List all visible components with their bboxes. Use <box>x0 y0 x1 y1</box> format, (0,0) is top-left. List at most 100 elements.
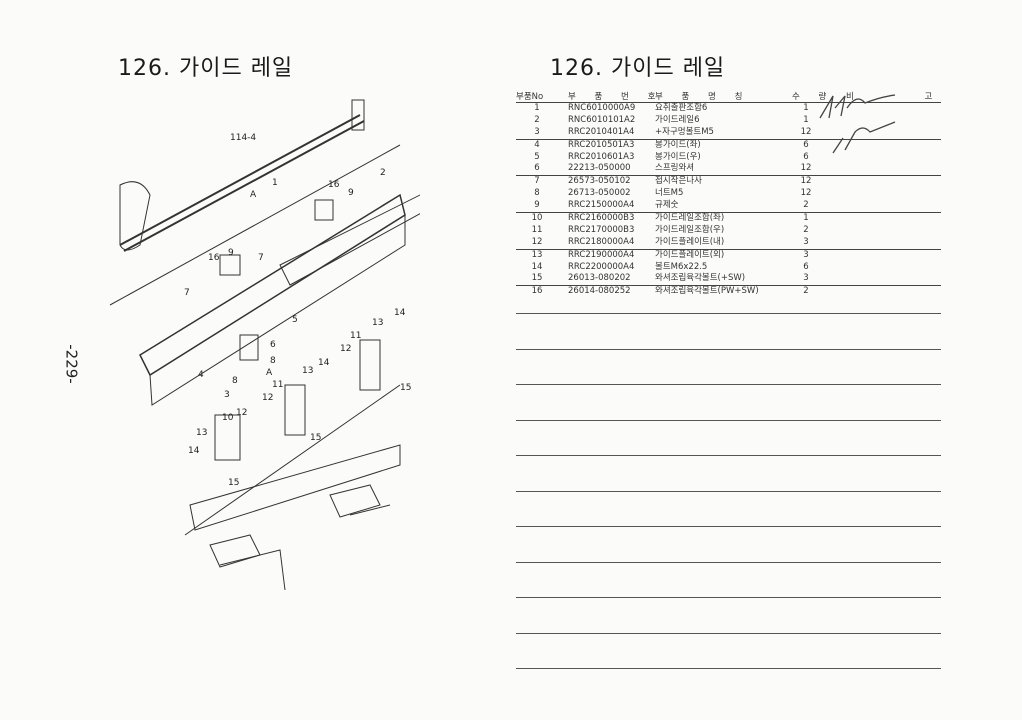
left-title: 126. 가이드 레일 <box>118 56 294 81</box>
part-index: 15 <box>531 273 543 284</box>
callout-5: 5 <box>292 315 298 325</box>
callout-13: 13 <box>302 366 313 376</box>
callout-13b: 13 <box>372 318 383 328</box>
blank-ruled-line <box>516 313 941 314</box>
part-number: 26014-080252 <box>568 286 631 297</box>
callout-8: 8 <box>270 356 276 366</box>
part-name: 가이드레일조합(우) <box>655 224 725 235</box>
part-name: 규제숫 <box>655 200 679 211</box>
part-index: 2 <box>534 114 540 125</box>
header-qty: 수 량 <box>792 92 835 102</box>
part-index: 9 <box>534 200 540 211</box>
table-row: 9 RRC2150000A4 규제숫 2 <box>516 200 941 214</box>
part-number: RRC2180000A4 <box>568 236 635 247</box>
part-name: 봉가이드(우) <box>655 151 701 162</box>
quantity: 12 <box>800 188 812 199</box>
header-no: 부품No <box>516 92 544 102</box>
quantity: 2 <box>803 286 809 297</box>
part-number: RRC2200000A4 <box>568 261 635 272</box>
blank-ruled-line <box>516 455 941 456</box>
part-name: 가이드레일조합(좌) <box>655 213 725 224</box>
part-number: RRC2190000A4 <box>568 249 635 260</box>
part-index: 1 <box>534 103 540 113</box>
part-number: RRC2150000A4 <box>568 200 635 211</box>
part-name: 가이드레일6 <box>655 114 700 125</box>
callout-15b: 15 <box>400 383 411 393</box>
part-index: 4 <box>534 139 540 150</box>
callout-a: A <box>250 190 257 200</box>
blank-ruled-line <box>516 384 941 385</box>
part-name: 봉가이드(좌) <box>655 139 701 150</box>
table-header: 부품No 부 품 번 호 부 품 명 칭 수 량 비 고 <box>516 90 941 103</box>
callout-8b: 8 <box>232 376 238 386</box>
callout-13c: 13 <box>196 428 207 438</box>
quantity: 12 <box>800 126 812 137</box>
quantity: 1 <box>803 103 809 113</box>
part-number: RRC2010601A3 <box>568 151 635 162</box>
part-name: 스프링와셔 <box>655 163 695 174</box>
callout-15c: 15 <box>228 478 239 488</box>
quantity: 2 <box>803 200 809 211</box>
quantity: 6 <box>803 261 809 272</box>
part-number: RRC2010501A3 <box>568 139 635 150</box>
callout-12b: 12 <box>340 344 351 354</box>
part-index: 12 <box>531 236 543 247</box>
blank-ruled-line <box>516 562 941 563</box>
table-row: 13 RRC2190000A4 가이드플레이트(외) 3 <box>516 250 941 262</box>
callout-16: 16 <box>328 180 340 190</box>
blank-ruled-line <box>516 668 941 669</box>
part-number: 26013-080202 <box>568 273 631 284</box>
part-name: 요취출판조합6 <box>655 103 708 113</box>
callout-11: 11 <box>272 380 283 390</box>
header-name: 부 품 명 칭 <box>655 92 751 102</box>
quantity: 12 <box>800 176 812 187</box>
part-index: 13 <box>531 249 543 260</box>
callout-14: 14 <box>318 358 330 368</box>
table-row: 7 26573-050102 접시작은나사 12 <box>516 176 941 188</box>
callout-2: 2 <box>380 168 386 178</box>
quantity: 1 <box>803 114 809 125</box>
right-title: 126. 가이드 레일 <box>550 56 726 81</box>
part-index: 5 <box>534 151 540 162</box>
callout-7b: 7 <box>184 288 190 298</box>
callout-1: 1 <box>272 178 278 188</box>
table-row: 5 RRC2010601A3 봉가이드(우) 6 <box>516 152 941 164</box>
quantity: 3 <box>803 249 809 260</box>
callout-12: 12 <box>262 393 273 403</box>
callout-11b: 11 <box>350 331 361 341</box>
callout-3: 3 <box>224 390 230 400</box>
part-name: 가이드플레이트(외) <box>655 249 725 260</box>
part-index: 6 <box>534 163 540 174</box>
quantity: 6 <box>803 151 809 162</box>
header-remark: 비 고 <box>846 92 967 102</box>
quantity: 3 <box>803 273 809 284</box>
part-index: 11 <box>531 224 543 235</box>
quantity: 2 <box>803 224 809 235</box>
callout-114-4: 114-4 <box>230 133 256 143</box>
blank-ruled-line <box>516 633 941 634</box>
blank-ruled-line <box>516 597 941 598</box>
part-index: 7 <box>534 176 540 187</box>
part-index: 3 <box>534 126 540 137</box>
quantity: 12 <box>800 163 812 174</box>
handwritten-signature <box>819 94 896 154</box>
page-number: -229- <box>62 344 81 384</box>
part-number: 26573-050102 <box>568 176 631 187</box>
part-number: 26713-050002 <box>568 188 631 199</box>
callout-a2: A <box>266 368 273 378</box>
part-index: 16 <box>531 286 543 297</box>
part-name: 접시작은나사 <box>655 176 702 187</box>
part-index: 8 <box>534 188 540 199</box>
part-name: 볼트M6x22.5 <box>655 261 708 272</box>
callout-9b: 9 <box>228 248 234 258</box>
